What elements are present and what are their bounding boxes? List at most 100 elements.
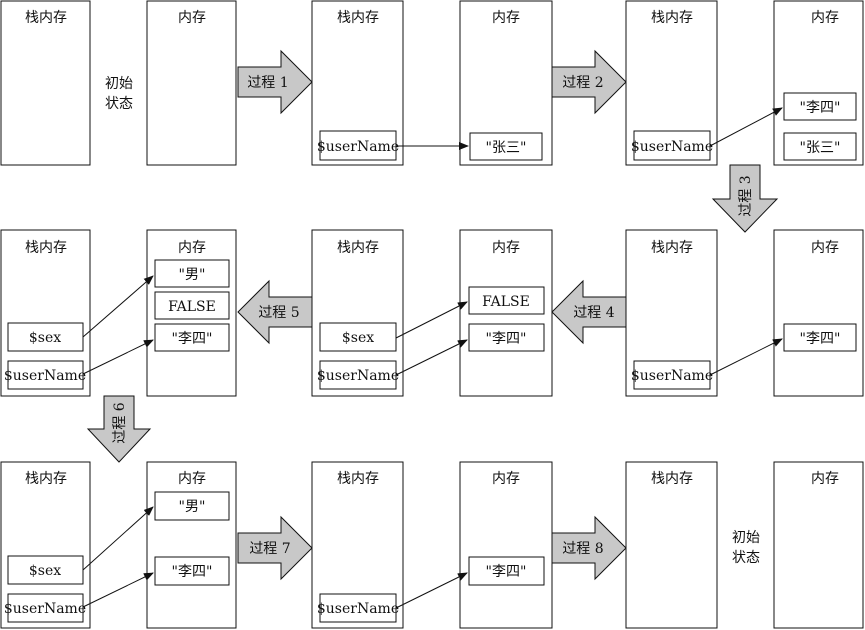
stack-title: 栈内存	[651, 240, 693, 256]
heap-panel	[146, 461, 237, 629]
var-box-username	[7, 593, 84, 623]
step-label: 过程 4	[573, 305, 614, 321]
heap-value-lisi	[468, 556, 545, 586]
pointer-arrow	[395, 301, 468, 339]
step-arrow-7: 过程 7	[237, 515, 313, 581]
initial-state-label: 初始	[105, 75, 133, 92]
pointer-arrow	[395, 339, 468, 376]
var-box-username	[319, 593, 397, 623]
var-box-sex	[7, 555, 84, 585]
var-label-username: $userName	[317, 139, 399, 155]
step-arrow-1: 过程 1	[237, 49, 313, 115]
var-box-sex	[319, 322, 397, 352]
heap-title: 内存	[811, 240, 839, 256]
heap-title: 内存	[492, 471, 520, 487]
var-label-sex: $sex	[29, 563, 61, 579]
step-label: 过程 5	[258, 305, 299, 321]
heap-panel	[773, 229, 864, 397]
heap-value-lisi	[154, 323, 230, 352]
step-label: 过程 8	[562, 541, 603, 557]
heap-value-lisi	[783, 323, 857, 352]
step-arrow-4: 过程 4	[551, 279, 627, 345]
var-label-username: $userName	[631, 368, 713, 384]
state-r1c2: 栈内存 内存 $userName "张三"	[311, 0, 553, 166]
heap-value-lisi	[783, 92, 857, 121]
var-label-username: $userName	[317, 601, 399, 617]
heap-value-text: "李四"	[172, 564, 213, 580]
initial-state-label: 初始	[732, 529, 760, 546]
heap-value-text: "男"	[179, 499, 206, 515]
heap-title: 内存	[811, 471, 839, 487]
pointer-arrow	[82, 275, 154, 338]
heap-value-text: "张三"	[486, 140, 527, 156]
pointer-arrow	[82, 572, 154, 608]
pointer-arrow	[709, 107, 783, 147]
heap-value-nan	[154, 259, 230, 288]
state-r2c1: 栈内存 内存 $sex $userName "男" FALSE "李四"	[0, 229, 237, 397]
step-label: 过程 6	[112, 402, 128, 443]
heap-value-text: "李四"	[172, 331, 213, 347]
var-label-username: $userName	[631, 139, 713, 155]
heap-value-text: "李四"	[800, 100, 841, 116]
heap-value-false	[468, 286, 545, 315]
pointer-arrow	[82, 339, 154, 375]
heap-title: 内存	[492, 240, 520, 256]
stack-title: 栈内存	[25, 240, 67, 256]
state-r3c1: 栈内存 内存 $sex $userName "男" "李四"	[0, 461, 237, 629]
step-label: 过程 2	[562, 75, 603, 91]
stack-title: 栈内存	[337, 240, 379, 256]
step-label: 过程 3	[738, 175, 754, 216]
heap-value-nan	[154, 491, 230, 521]
heap-panel	[773, 461, 864, 629]
heap-value-zhangsan	[783, 132, 857, 161]
state-r2c2: 栈内存 内存 $sex $userName FALSE "李四"	[311, 229, 553, 397]
initial-state-label: 状态	[732, 550, 760, 566]
stack-panel	[625, 461, 718, 629]
stack-title: 栈内存	[651, 471, 693, 487]
heap-panel	[146, 0, 237, 166]
var-box-username	[633, 360, 711, 390]
heap-value-lisi	[154, 556, 230, 586]
stack-title: 栈内存	[337, 471, 379, 487]
step-arrow-5: 过程 5	[237, 279, 313, 345]
step-arrow-6: 过程 6	[86, 395, 152, 463]
heap-title: 内存	[178, 471, 206, 487]
heap-title: 内存	[811, 10, 839, 26]
heap-value-text: "李四"	[486, 331, 527, 347]
heap-value-false	[154, 291, 230, 320]
step-label: 过程 1	[247, 75, 288, 91]
pointer-arrow	[82, 506, 154, 571]
var-box-username	[7, 360, 84, 390]
heap-title: 内存	[492, 10, 520, 26]
heap-value-text: FALSE	[168, 299, 216, 315]
stack-panel	[0, 0, 91, 166]
var-label-username: $userName	[4, 601, 86, 617]
state-r1c3: 栈内存 内存 $userName "李四" "张三"	[625, 0, 864, 166]
var-label-username: $userName	[317, 368, 399, 384]
heap-panel	[459, 461, 553, 629]
step-arrow-2: 过程 2	[551, 49, 627, 115]
var-label-sex: $sex	[342, 330, 374, 346]
var-box-username	[319, 360, 397, 390]
var-box-username	[633, 130, 711, 161]
var-label-username: $userName	[4, 368, 86, 384]
stack-title: 栈内存	[651, 10, 693, 26]
heap-title: 内存	[178, 240, 206, 256]
heap-value-text: "张三"	[800, 140, 841, 156]
stack-title: 栈内存	[25, 10, 67, 26]
stack-title: 栈内存	[337, 10, 379, 26]
step-arrow-8: 过程 8	[551, 515, 627, 581]
state-r3c2: 栈内存 内存 $userName "李四"	[311, 461, 553, 629]
heap-value-text: FALSE	[482, 294, 530, 310]
state-r3c3: 栈内存 内存 初始 状态	[625, 461, 864, 629]
step-label: 过程 7	[249, 541, 290, 557]
heap-value-lisi	[468, 323, 545, 352]
var-box-sex	[7, 322, 84, 352]
var-label-sex: $sex	[29, 330, 61, 346]
heap-title: 内存	[178, 10, 206, 26]
heap-value-zhangsan	[469, 132, 543, 161]
initial-state-label: 状态	[105, 96, 133, 112]
pointer-arrow	[395, 572, 468, 609]
